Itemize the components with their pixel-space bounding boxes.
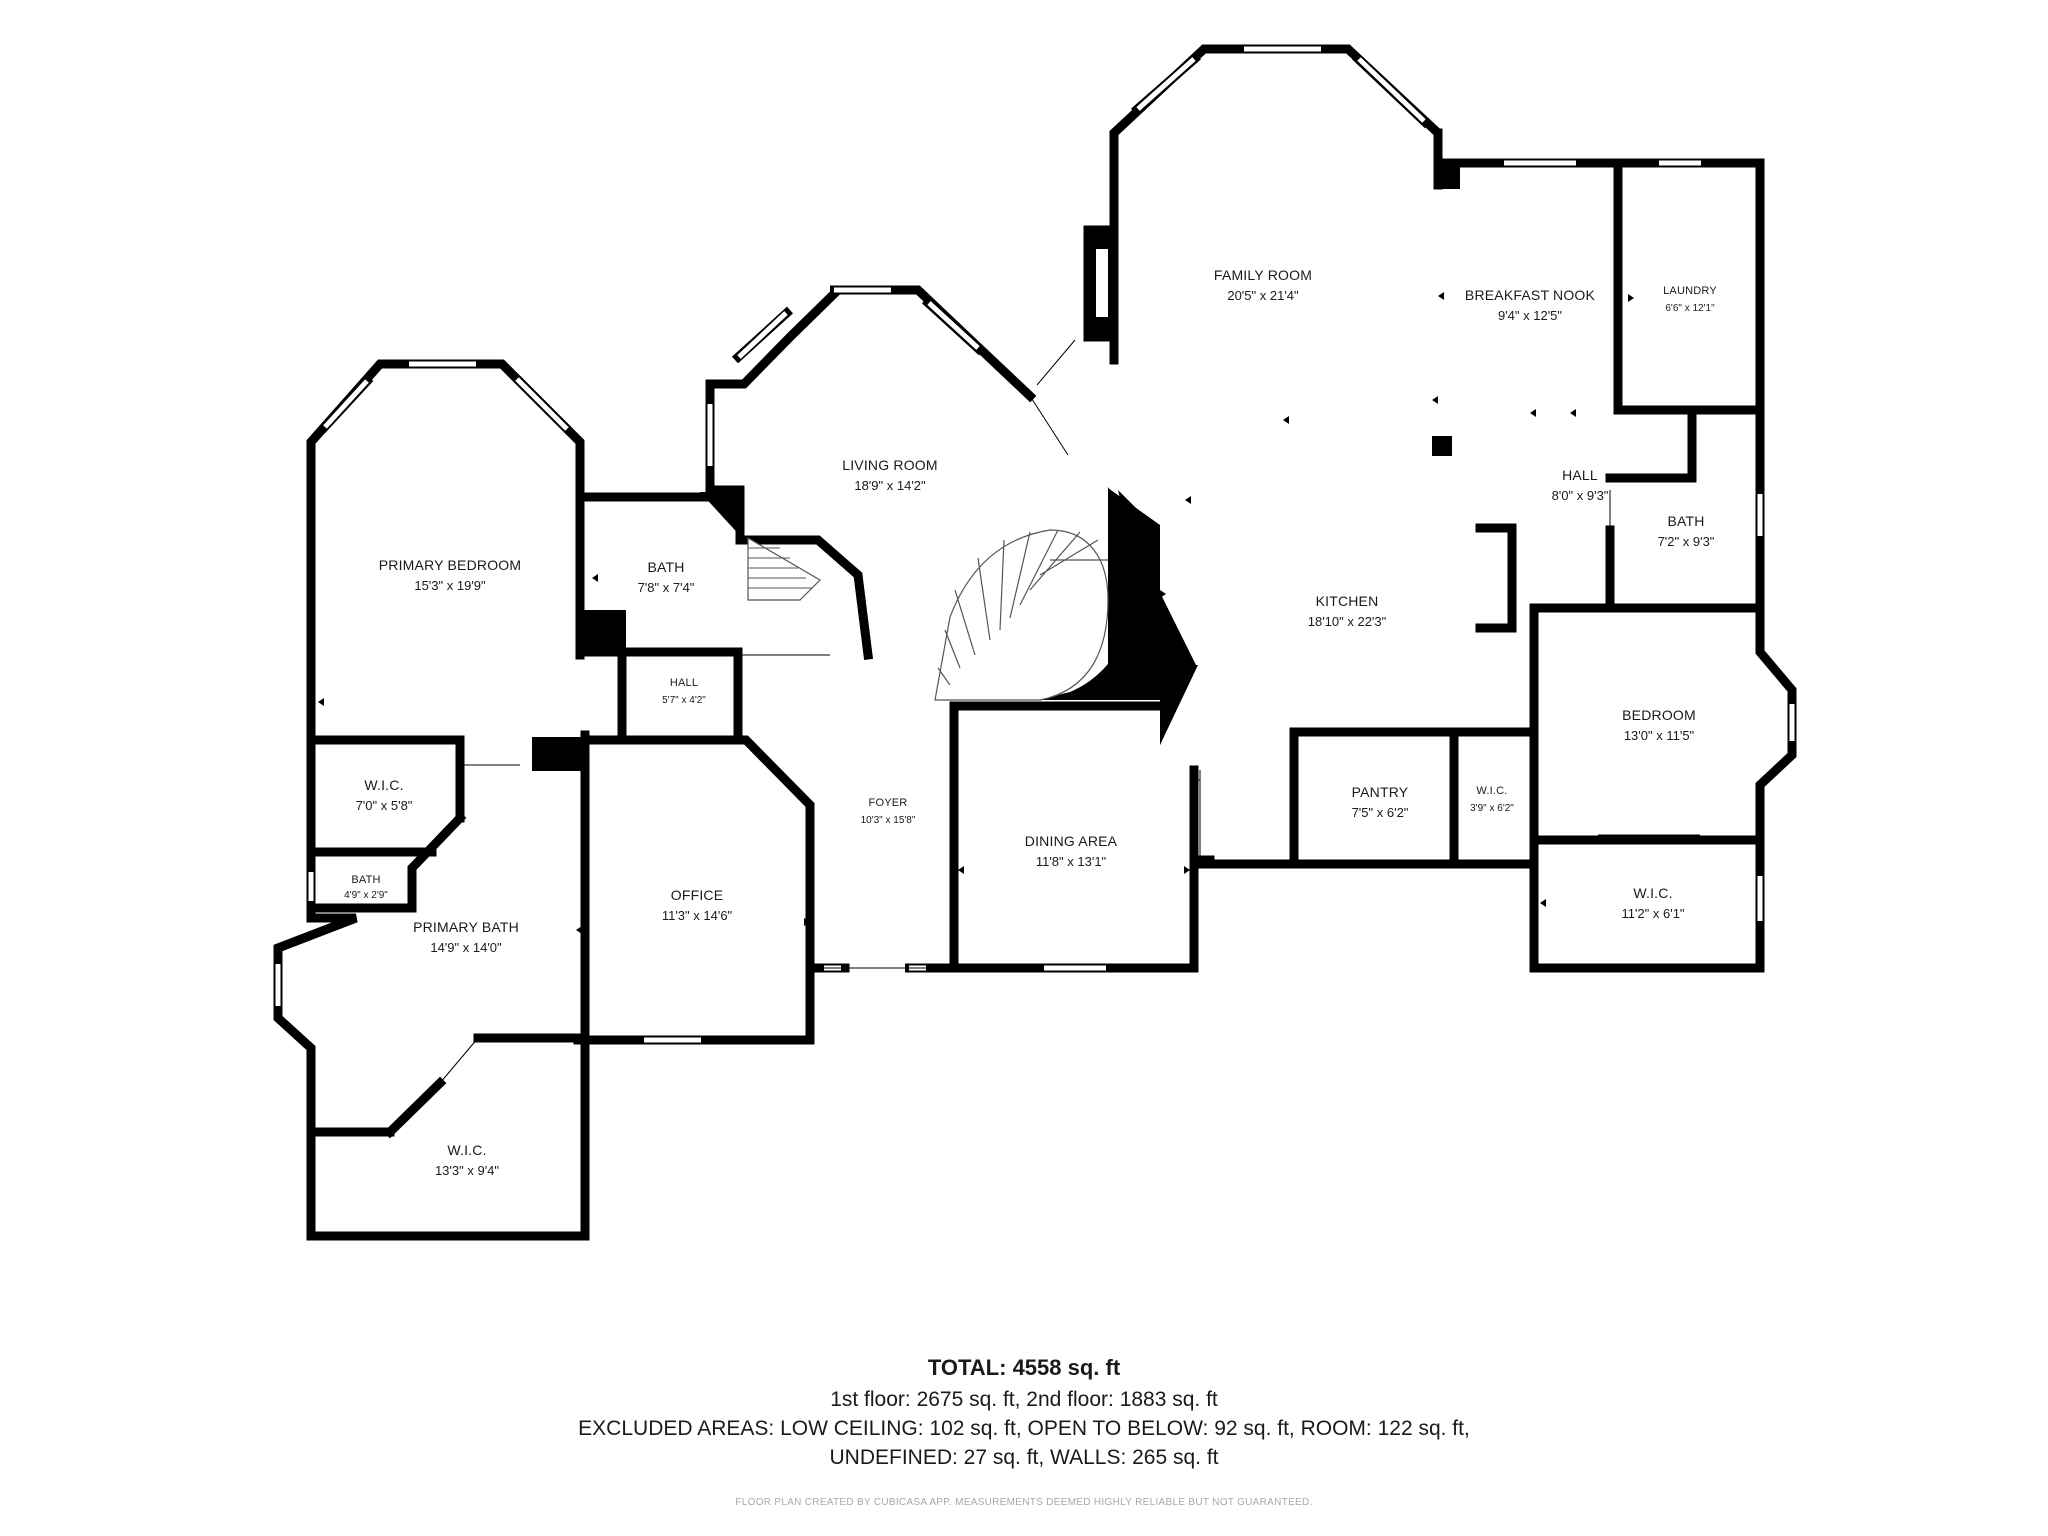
- room-dims-family-room: 20'5" x 21'4": [1227, 288, 1299, 303]
- room-dims-primary-bath: 14'9" x 14'0": [430, 940, 502, 955]
- room-name-hall-center: HALL: [670, 677, 698, 689]
- room-name-primary-bath: PRIMARY BATH: [413, 919, 519, 935]
- room-name-wic-pantry: W.I.C.: [1476, 785, 1507, 797]
- total-label: TOTAL:: [927, 1355, 1007, 1380]
- spiral-stair: [934, 488, 1160, 701]
- room-dims-bedroom: 13'0" x 11'5": [1624, 728, 1695, 743]
- room-name-bath-tiny: BATH: [351, 874, 380, 886]
- total-area: TOTAL: 4558 sq. ft: [0, 1355, 2048, 1381]
- room-name-bath-right: BATH: [1667, 513, 1704, 529]
- room-dims-hall-right: 8'0" x 9'3": [1552, 488, 1609, 503]
- excluded-areas-line-1: EXCLUDED AREAS: LOW CEILING: 102 sq. ft,…: [578, 1417, 1470, 1440]
- room-dims-wic-right: 11'2" x 6'1": [1621, 906, 1684, 921]
- room-labels: FAMILY ROOM 20'5" x 21'4" BREAKFAST NOOK…: [344, 267, 1717, 1178]
- room-name-living-room: LIVING ROOM: [842, 457, 938, 473]
- room-dims-wic-small: 7'0" x 5'8": [356, 798, 413, 813]
- floor-areas: 1st floor: 2675 sq. ft, 2nd floor: 1883 …: [830, 1388, 1218, 1411]
- room-dims-dining-area: 11'8" x 13'1": [1036, 854, 1107, 869]
- room-dims-foyer: 10'3" x 15'8": [861, 815, 916, 826]
- room-dims-bath-tiny: 4'9" x 2'9": [344, 890, 388, 901]
- room-dims-kitchen: 18'10" x 22'3": [1308, 614, 1387, 629]
- room-name-dining-area: DINING AREA: [1025, 833, 1118, 849]
- room-name-wic-right: W.I.C.: [1633, 885, 1672, 901]
- total-value: 4558 sq. ft: [1012, 1355, 1121, 1380]
- room-name-kitchen: KITCHEN: [1316, 593, 1379, 609]
- room-dims-primary-bedroom: 15'3" x 19'9": [414, 578, 486, 593]
- room-dims-hall-center: 5'7" x 4'2": [662, 695, 706, 706]
- excluded-areas-line-2: UNDEFINED: 27 sq. ft, WALLS: 265 sq. ft: [829, 1446, 1219, 1469]
- room-name-foyer: FOYER: [869, 797, 908, 809]
- room-name-wic-small: W.I.C.: [364, 777, 403, 793]
- room-name-breakfast-nook: BREAKFAST NOOK: [1465, 287, 1596, 303]
- floor-plan: FAMILY ROOM 20'5" x 21'4" BREAKFAST NOOK…: [273, 44, 1797, 1241]
- room-name-wic-large: W.I.C.: [447, 1142, 486, 1158]
- dimension-ticks: [318, 284, 1764, 934]
- room-dims-bath-center: 7'8" x 7'4": [638, 580, 695, 595]
- room-dims-wic-large: 13'3" x 9'4": [435, 1163, 499, 1178]
- room-name-bath-center: BATH: [647, 559, 684, 575]
- room-dims-office: 11'3" x 14'6": [662, 908, 733, 923]
- room-name-bedroom: BEDROOM: [1622, 707, 1696, 723]
- room-name-family-room: FAMILY ROOM: [1214, 267, 1312, 283]
- room-dims-laundry: 6'6" x 12'1": [1665, 303, 1715, 314]
- area-summary: TOTAL: 4558 sq. ft 1st floor: 2675 sq. f…: [0, 1355, 2048, 1472]
- stair-down: [747, 536, 821, 601]
- room-dims-wic-pantry: 3'9" x 6'2": [1470, 803, 1514, 814]
- room-dims-breakfast-nook: 9'4" x 12'5": [1498, 308, 1562, 323]
- room-name-office: OFFICE: [671, 887, 724, 903]
- room-dims-living-room: 18'9" x 14'2": [854, 478, 926, 493]
- room-name-primary-bedroom: PRIMARY BEDROOM: [379, 557, 522, 573]
- room-dims-bath-right: 7'2" x 9'3": [1658, 534, 1715, 549]
- room-name-laundry: LAUNDRY: [1663, 285, 1717, 297]
- room-name-hall-right: HALL: [1562, 467, 1598, 483]
- room-name-pantry: PANTRY: [1352, 784, 1409, 800]
- disclaimer-credit: FLOOR PLAN CREATED BY CUBICASA APP. MEAS…: [735, 1497, 1313, 1508]
- room-dims-pantry: 7'5" x 6'2": [1352, 805, 1409, 820]
- openings: [411, 339, 1700, 1084]
